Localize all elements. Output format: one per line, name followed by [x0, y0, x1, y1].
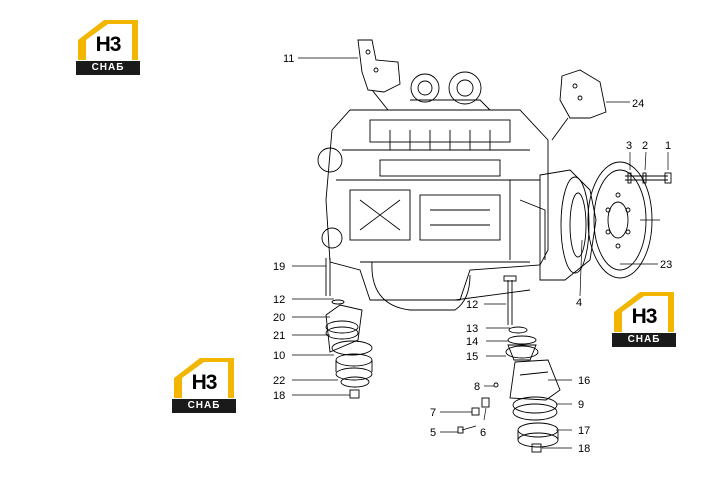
- callout-24: 24: [632, 98, 644, 110]
- callout-22: 22: [273, 375, 285, 387]
- callout-6: 6: [480, 427, 486, 439]
- callout-18: 18: [578, 443, 590, 455]
- callout-9: 9: [578, 399, 584, 411]
- logo-house-icon: [78, 20, 138, 60]
- leader-lines: [292, 57, 669, 449]
- logo-mark: H3: [191, 371, 218, 394]
- flywheel-bolt-set: [625, 172, 672, 184]
- callout-21: 21: [273, 330, 285, 342]
- logo-caption: CHAБ: [172, 399, 236, 413]
- callout-19: 19: [273, 261, 285, 273]
- callout-4: 4: [576, 297, 582, 309]
- callout-3: 3: [626, 140, 632, 152]
- callout-12: 12: [466, 299, 478, 311]
- logo-house-icon: [174, 358, 234, 398]
- callout-labels: 11 24 1 2 3 23 4 19 12 20 21 10 22 18 12…: [273, 53, 672, 455]
- callout-18: 18: [273, 390, 285, 402]
- callout-2: 2: [642, 140, 648, 152]
- lifting-bracket-rear: [551, 69, 607, 141]
- callout-14: 14: [466, 336, 478, 348]
- callout-15: 15: [466, 351, 478, 363]
- brand-logo: H3 CHAБ: [612, 290, 676, 348]
- callout-23: 23: [660, 259, 672, 271]
- callout-5: 5: [430, 427, 436, 439]
- callout-8: 8: [474, 381, 480, 393]
- logo-house-icon: [614, 292, 674, 332]
- right-engine-mount: [457, 275, 561, 453]
- callout-7: 7: [430, 407, 436, 419]
- logo-caption: CHAБ: [76, 61, 140, 75]
- lifting-bracket-front: [357, 39, 401, 111]
- callout-11: 11: [283, 53, 294, 65]
- left-engine-mount: [325, 258, 373, 399]
- callout-13: 12: [273, 294, 285, 306]
- callout-20: 20: [273, 312, 285, 324]
- logo-caption: CHAБ: [612, 333, 676, 347]
- logo-mark: H3: [95, 33, 122, 56]
- logo-mark: H3: [631, 305, 658, 328]
- callout-16: 16: [578, 375, 590, 387]
- brand-logo: H3 CHAБ: [172, 356, 236, 414]
- flywheel: [587, 161, 653, 279]
- engine-block: [317, 109, 549, 311]
- flywheel-housing: [539, 169, 597, 281]
- turbocharger: [410, 71, 491, 111]
- callout-10: 10: [273, 350, 285, 362]
- callout-17: 17: [578, 425, 590, 437]
- callout-13: 13: [466, 323, 478, 335]
- callout-1: 1: [665, 140, 671, 152]
- brand-logo: H3 CHAБ: [76, 18, 140, 76]
